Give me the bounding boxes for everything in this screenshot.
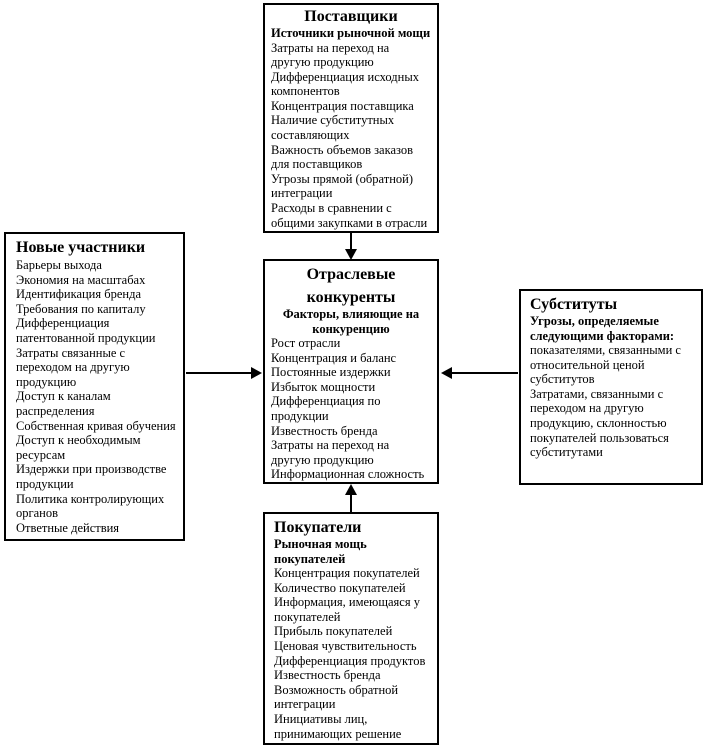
list-item: Дифференциация (16, 316, 110, 331)
box-buyers: Покупатели Рыночная мощь покупателей Кон… (263, 512, 439, 745)
box-substitutes-subtitle-line2: следующими факторами: (530, 328, 675, 343)
list-item: Ценовая чувствительность (274, 638, 417, 653)
list-item: субститутами (530, 445, 603, 460)
list-item: покупателей (274, 609, 341, 624)
list-item: Доступ к каналам (16, 389, 111, 404)
arrow-up-icon (345, 484, 357, 495)
list-item: Количество покупателей (274, 580, 406, 595)
list-item: Концентрация поставщика (271, 98, 414, 113)
connector-new-entrants-to-rivalry (186, 372, 256, 374)
list-item: компонентов (271, 84, 340, 99)
box-buyers-subtitle-line1: Рыночная мощь (274, 537, 367, 551)
list-item: Избыток мощности (271, 379, 376, 394)
list-item: Информация, имеющаяся у (274, 595, 420, 610)
box-substitutes: Субституты Угрозы, определяемые следующи… (519, 289, 703, 485)
arrow-left-icon (441, 367, 452, 379)
list-item: продукции (16, 476, 74, 491)
list-item: Концентрация и баланс (271, 350, 397, 365)
box-substitutes-items: показателями, связанными с относительной… (521, 343, 701, 460)
box-buyers-title: Покупатели (274, 519, 362, 536)
list-item: органов (16, 506, 59, 521)
list-item: другую продукцию (271, 452, 374, 467)
list-item: интеграции (271, 186, 333, 201)
list-item: Разнообразие конкурентов (271, 482, 431, 483)
list-item: Угрозы прямой (обратной) (271, 171, 414, 186)
box-industry-rivalry-items: Рост отрасли Концентрация и баланс Посто… (265, 336, 437, 483)
list-item: Дифференциация по (271, 394, 381, 409)
list-item: Расходы в сравнении с (271, 201, 392, 216)
list-item: принимающих решение (274, 726, 402, 741)
list-item: Доступ к необходимым (16, 433, 141, 448)
list-item: Инициативы лиц, (274, 711, 368, 726)
box-buyers-subtitle-line2: покупателей (274, 551, 346, 566)
list-item: Затраты на переход на (271, 40, 390, 55)
list-item: Затратами, связанными с (530, 386, 664, 401)
list-item: Затраты на переход на (271, 438, 390, 453)
box-industry-rivalry-title-line1: Отраслевые (306, 266, 396, 283)
list-item: Дифференциация исходных (271, 69, 419, 84)
list-item: Собственная кривая обучения (16, 418, 176, 433)
list-item: ресурсам (16, 447, 66, 462)
list-item: Известность бренда (271, 423, 378, 438)
box-suppliers: Поставщики Источники рыночной мощи Затра… (263, 3, 439, 233)
list-item: субститутов (530, 372, 595, 387)
list-item: Постоянные издержки (271, 365, 391, 380)
list-item: распределения (16, 403, 95, 418)
box-suppliers-items: Затраты на переход на другую продукцию Д… (265, 41, 437, 231)
box-new-entrants: Новые участники Барьеры выхода Экономия … (4, 232, 185, 541)
list-item: Требования по капиталу (16, 301, 146, 316)
list-item: Концентрация покупателей (274, 566, 420, 580)
list-item: для поставщиков (271, 157, 363, 172)
list-item: покупателей пользоваться (530, 430, 669, 445)
connector-substitutes-to-rivalry (452, 372, 518, 374)
list-item: продукцию (16, 374, 77, 389)
list-item: Барьеры выхода (16, 258, 102, 272)
box-industry-rivalry: Отраслевые конкуренты Факторы, влияющие … (263, 259, 439, 484)
list-item: Рост отрасли (271, 336, 341, 350)
box-suppliers-subtitle: Источники рыночной мощи (271, 26, 431, 40)
box-industry-rivalry-subtitle-line1: Факторы, влияющие на (282, 307, 420, 321)
list-item: относительной ценой (530, 357, 645, 372)
box-substitutes-subtitle-line1: Угрозы, определяемые (530, 314, 659, 328)
list-item: Возможность обратной (274, 682, 399, 697)
list-item: продукции (271, 408, 329, 423)
box-new-entrants-items: Барьеры выхода Экономия на масштабах Иде… (6, 257, 183, 539)
list-item: Затраты связанные с (16, 345, 126, 360)
list-item: Известность бренда (274, 668, 381, 683)
list-item: Политика контролирующих (16, 491, 165, 506)
list-item: Издержки при производстве (16, 462, 167, 477)
connector-buyers-to-rivalry (350, 495, 352, 512)
list-item: интеграции (274, 697, 336, 712)
box-substitutes-title: Субституты (530, 296, 618, 313)
box-buyers-items: Концентрация покупателей Количество поку… (265, 566, 437, 741)
list-item: Прибыль покупателей (274, 624, 393, 639)
arrow-down-icon (345, 249, 357, 260)
list-item: Ответные действия (16, 520, 120, 535)
list-item: патентованной продукции (16, 330, 156, 345)
box-industry-rivalry-title-line2: конкуренты (306, 289, 396, 306)
list-item: переходом на другую (530, 401, 644, 416)
box-new-entrants-title: Новые участники (16, 239, 146, 256)
box-suppliers-title: Поставщики (304, 8, 398, 25)
list-item: переходом на другую (16, 360, 130, 375)
list-item: общими закупками в отрасли (271, 215, 428, 230)
box-industry-rivalry-subtitle-line2: конкуренцию (312, 321, 390, 336)
list-item: Важность объемов заказов (271, 142, 414, 157)
list-item: составляющих (271, 128, 350, 143)
list-item: продукцию, склонностью (530, 415, 667, 430)
list-item: Экономия на масштабах (16, 272, 146, 287)
list-item: другую продукцию (271, 55, 374, 70)
arrow-right-icon (251, 367, 262, 379)
list-item: конкурентов (16, 535, 177, 539)
list-item: Идентификация бренда (16, 287, 142, 302)
list-item: Наличие субститутных (271, 113, 395, 128)
list-item: Дифференциация продуктов (274, 653, 426, 668)
list-item: Информационная сложность (271, 467, 425, 482)
list-item: показателями, связанными с (530, 343, 681, 357)
connector-suppliers-to-rivalry (350, 233, 352, 251)
